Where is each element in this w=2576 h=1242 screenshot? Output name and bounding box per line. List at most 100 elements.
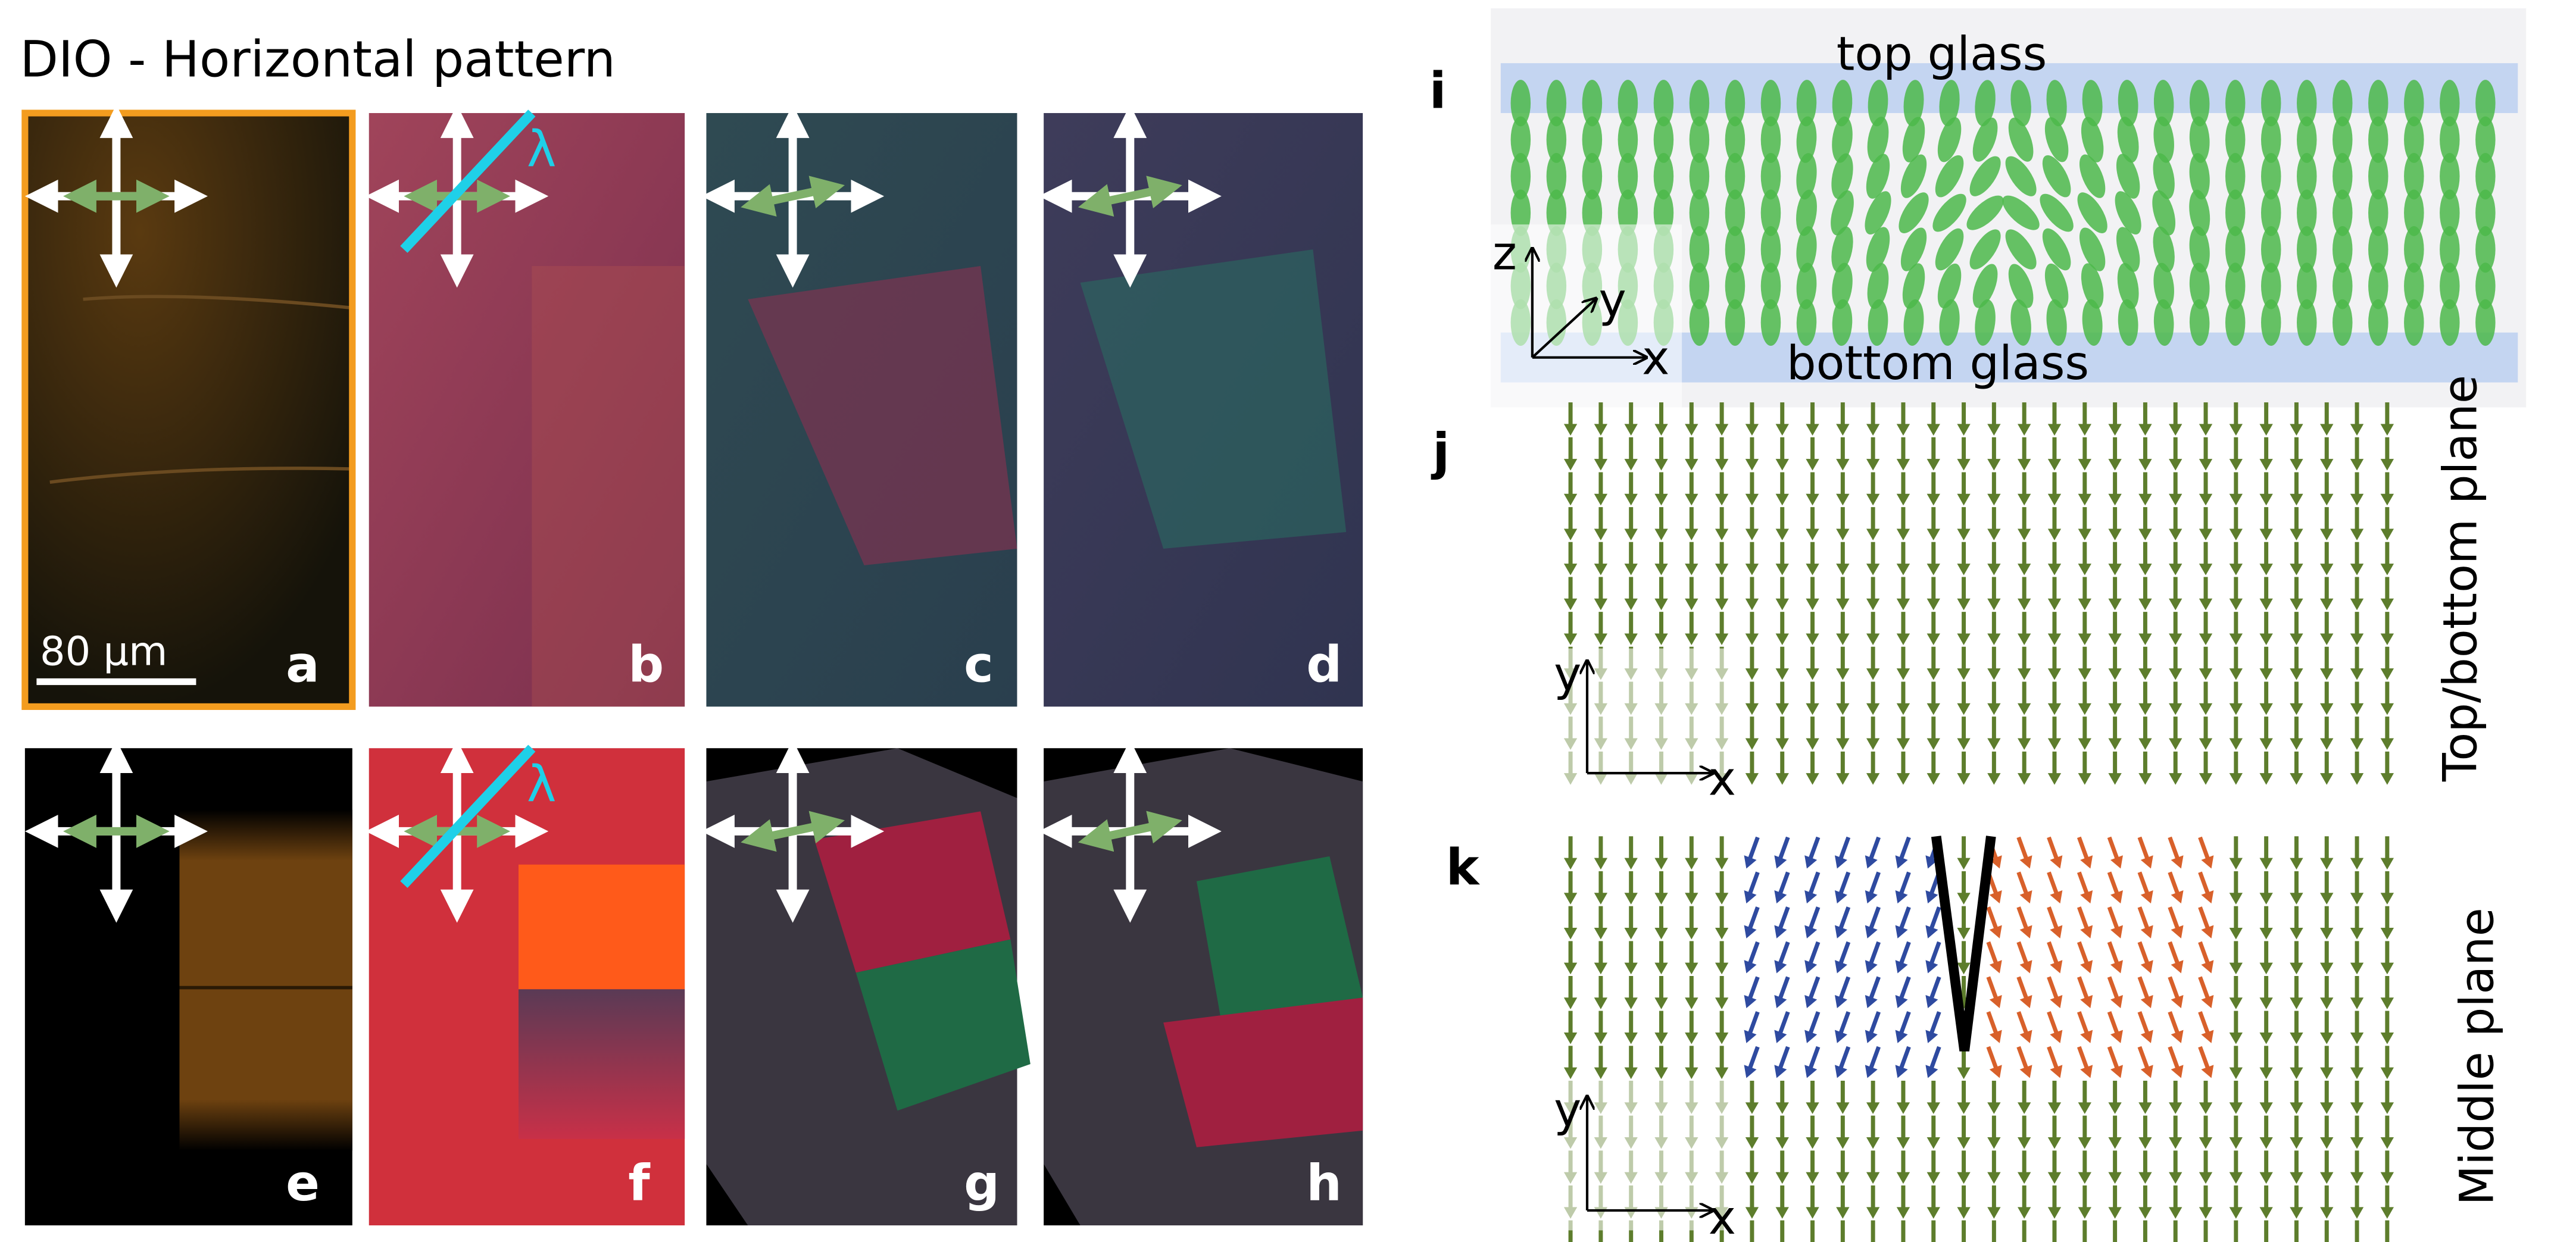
director-arrow <box>1594 612 1608 646</box>
director-head <box>1745 1137 1759 1149</box>
director-head <box>2201 1065 2214 1078</box>
director-head <box>1866 1102 1880 1114</box>
director-arrow <box>1685 871 1698 905</box>
director-arrow <box>2229 975 2243 1009</box>
director-head <box>1624 564 1638 575</box>
director-arrow <box>2107 836 2123 869</box>
director-arrow <box>1986 1046 2002 1078</box>
director-head <box>2350 1137 2364 1149</box>
director-head <box>1715 633 1729 646</box>
director-arrow <box>2108 1185 2122 1219</box>
director-arrow <box>1715 472 1729 506</box>
director-head <box>2140 1065 2153 1078</box>
director-head <box>1624 927 1638 940</box>
director-head <box>1957 424 1971 436</box>
director-head <box>2350 1172 2364 1184</box>
director-arrow <box>2108 577 2122 611</box>
director-head <box>2320 893 2334 905</box>
director-head <box>2018 459 2031 471</box>
lc-molecule <box>1546 80 1567 127</box>
director-head <box>1925 960 1938 974</box>
director-arrow <box>2229 1185 2243 1219</box>
director-head <box>1926 668 1940 680</box>
director-arrow <box>2350 507 2364 540</box>
lc-molecule <box>1510 116 1531 163</box>
director-arrow <box>1775 577 1789 611</box>
director-arrow <box>2138 472 2152 506</box>
director-arrow <box>2199 612 2213 646</box>
director-arrow <box>1957 906 1971 940</box>
director-arrow <box>2320 1150 2334 1184</box>
lc-molecule <box>1832 116 1853 163</box>
axis-x-label: x <box>1709 752 1736 806</box>
director-head <box>1715 1032 1729 1044</box>
director-head <box>2229 962 2243 975</box>
director-arrow <box>1624 975 1638 1009</box>
director-head <box>1836 1172 1850 1184</box>
director-head <box>2350 459 2364 471</box>
director-head <box>1775 1172 1789 1184</box>
director-arrow <box>1957 871 1971 905</box>
director-head <box>1925 855 1938 869</box>
director-head <box>1685 528 1698 540</box>
director-arrow <box>1987 1185 2001 1219</box>
director-arrow <box>2108 751 2122 785</box>
lc-molecule <box>2475 116 2496 163</box>
director-arrow <box>2259 1115 2273 1149</box>
director-arrow <box>2320 1011 2334 1044</box>
director-head <box>2171 855 2184 869</box>
director-arrow <box>2138 437 2152 471</box>
director-arrow <box>1836 1115 1850 1149</box>
director-arrow <box>2259 612 2273 646</box>
lc-molecule <box>2404 80 2424 127</box>
director-arrow <box>1987 1115 2001 1149</box>
director-arrow <box>1594 402 1608 436</box>
director-arrow <box>1774 1011 1790 1043</box>
director-head <box>2259 1172 2273 1184</box>
director-head <box>1745 703 1759 715</box>
lc-molecule <box>1510 153 1531 200</box>
director-head <box>2350 493 2364 506</box>
director-arrow <box>1715 437 1729 471</box>
director-head <box>1685 424 1698 436</box>
director-arrow <box>2047 472 2062 506</box>
director-arrow <box>1745 751 1759 785</box>
director-head <box>1774 855 1787 869</box>
director-head <box>2229 893 2243 905</box>
director-arrow <box>2380 646 2394 680</box>
panel-h: h <box>1044 748 1363 1226</box>
sample-direction-arrow <box>741 176 845 217</box>
director-head <box>1624 1032 1638 1044</box>
director-head <box>1804 1030 1818 1043</box>
lc-molecule <box>1865 191 1891 234</box>
lc-molecule <box>1900 154 1927 198</box>
director-head <box>1594 1032 1608 1044</box>
lc-molecule <box>1937 117 1962 162</box>
director-head <box>2259 927 2273 940</box>
director-head <box>1957 927 1971 940</box>
director-arrow <box>2320 906 2334 940</box>
director-head <box>2080 890 2093 904</box>
director-head <box>1806 598 1819 611</box>
lc-molecule <box>1760 153 1781 200</box>
director-head <box>1989 855 2002 869</box>
director-head <box>1957 773 1971 785</box>
director-head <box>1926 564 1940 575</box>
director-head <box>2018 1207 2031 1219</box>
director-arrow <box>1987 577 2001 611</box>
director-arrow <box>1957 472 1971 506</box>
director-head <box>1715 997 1729 1009</box>
director-head <box>2229 459 2243 471</box>
director-arrow <box>2077 976 2093 1009</box>
director-arrow <box>1806 681 1819 715</box>
director-head <box>1957 858 1971 870</box>
director-head <box>2229 858 2243 870</box>
director-head <box>2019 890 2032 904</box>
director-arrow <box>1896 472 1910 506</box>
director-head <box>2108 424 2122 436</box>
director-arrow <box>2385 1220 2390 1242</box>
director-head <box>2320 459 2334 471</box>
axis-y-label: y <box>1554 647 1581 701</box>
director-head <box>1957 598 1971 611</box>
director-head <box>2320 493 2334 506</box>
